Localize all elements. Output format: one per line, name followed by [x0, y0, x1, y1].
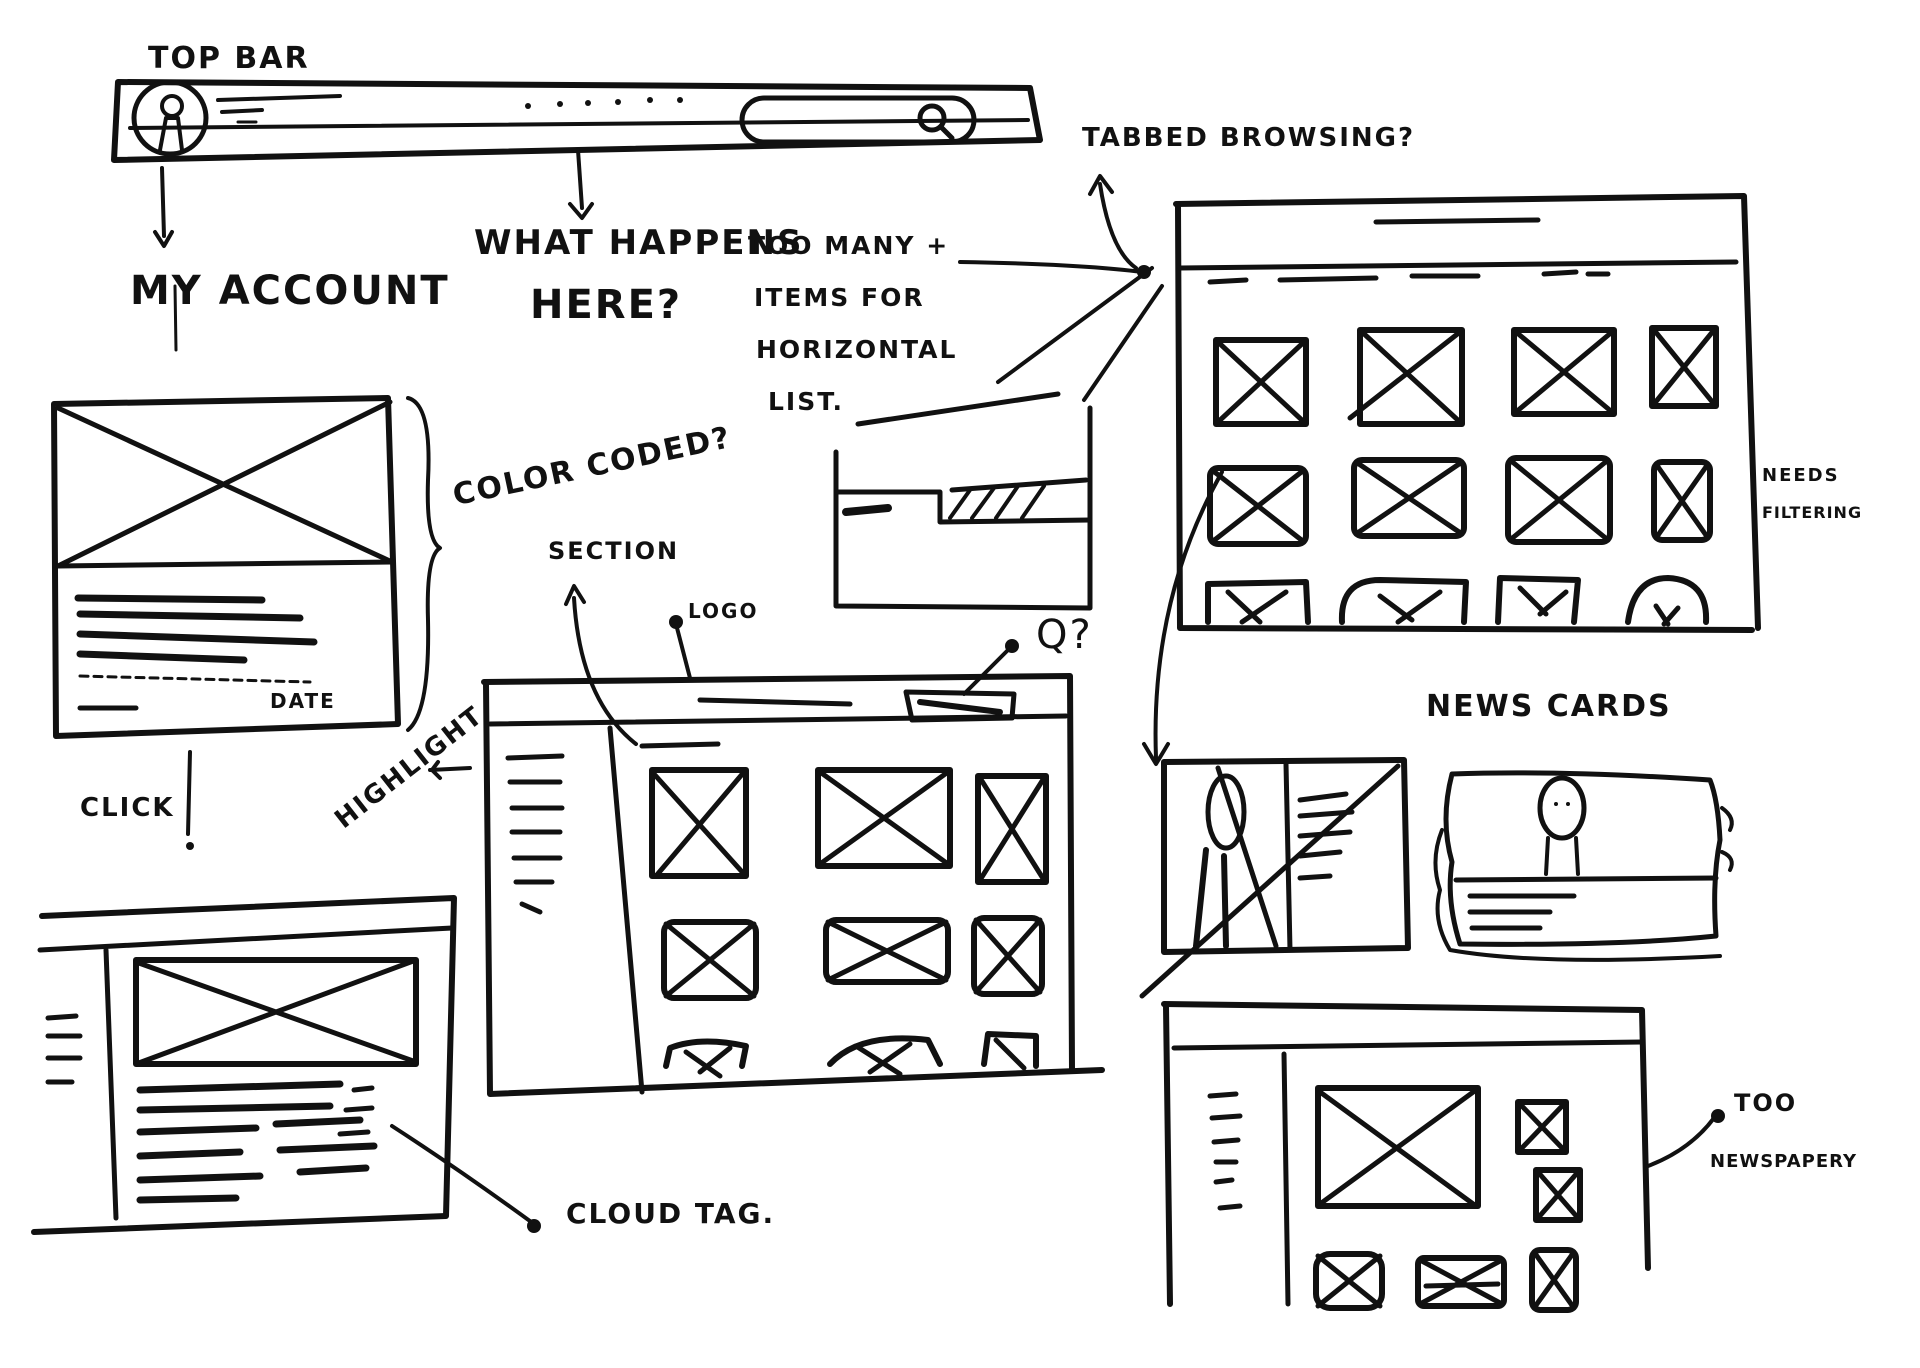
label-date: DATE: [270, 689, 336, 713]
label-top-bar: TOP BAR: [148, 41, 310, 76]
label-needs-filtering-2: FILTERING: [1762, 503, 1863, 522]
label-what-happens-1: WHAT HAPPENS: [474, 223, 804, 263]
label-too-many-2: ITEMS FOR: [754, 283, 925, 312]
news-card-sketch: [51, 395, 442, 850]
label-click: CLICK: [80, 793, 175, 823]
label-tabbed-browsing: TABBED BROWSING?: [1082, 123, 1416, 153]
tabbed-browsing-sketch: [958, 174, 1761, 766]
label-too-newspapery-1: TOO: [1734, 1089, 1798, 1117]
label-cloud-tag: CLOUD TAG.: [566, 1197, 776, 1230]
label-too-many-1: TOO MANY +: [748, 231, 950, 260]
label-what-happens-2: HERE?: [530, 282, 683, 328]
label-too-many-3: HORIZONTAL: [756, 335, 958, 364]
list-detail-sketch: [833, 266, 1164, 611]
top-bar-sketch: [111, 79, 1043, 352]
label-search-question: Q?: [1036, 612, 1093, 658]
newspapery-page-sketch: [1161, 1001, 1725, 1313]
search-icon: [917, 103, 955, 141]
menu-dots-icon: [525, 97, 683, 109]
article-page-sketch: [31, 895, 541, 1235]
label-needs-filtering-1: NEEDS: [1762, 465, 1840, 486]
avatar-icon: [131, 79, 209, 157]
news-cards-sketch: [1139, 757, 1734, 999]
label-too-newspapery-2: NEWSPAPERY: [1710, 1151, 1858, 1172]
label-news-cards: NEWS CARDS: [1426, 689, 1672, 724]
label-logo: LOGO: [688, 599, 759, 623]
home-page-sketch: [428, 584, 1105, 1097]
label-my-account: MY ACCOUNT: [130, 268, 450, 314]
person-icon: [1193, 773, 1247, 949]
label-section: SECTION: [548, 537, 680, 565]
face-icon: [1537, 775, 1587, 876]
label-too-many-4: LIST.: [768, 387, 844, 416]
